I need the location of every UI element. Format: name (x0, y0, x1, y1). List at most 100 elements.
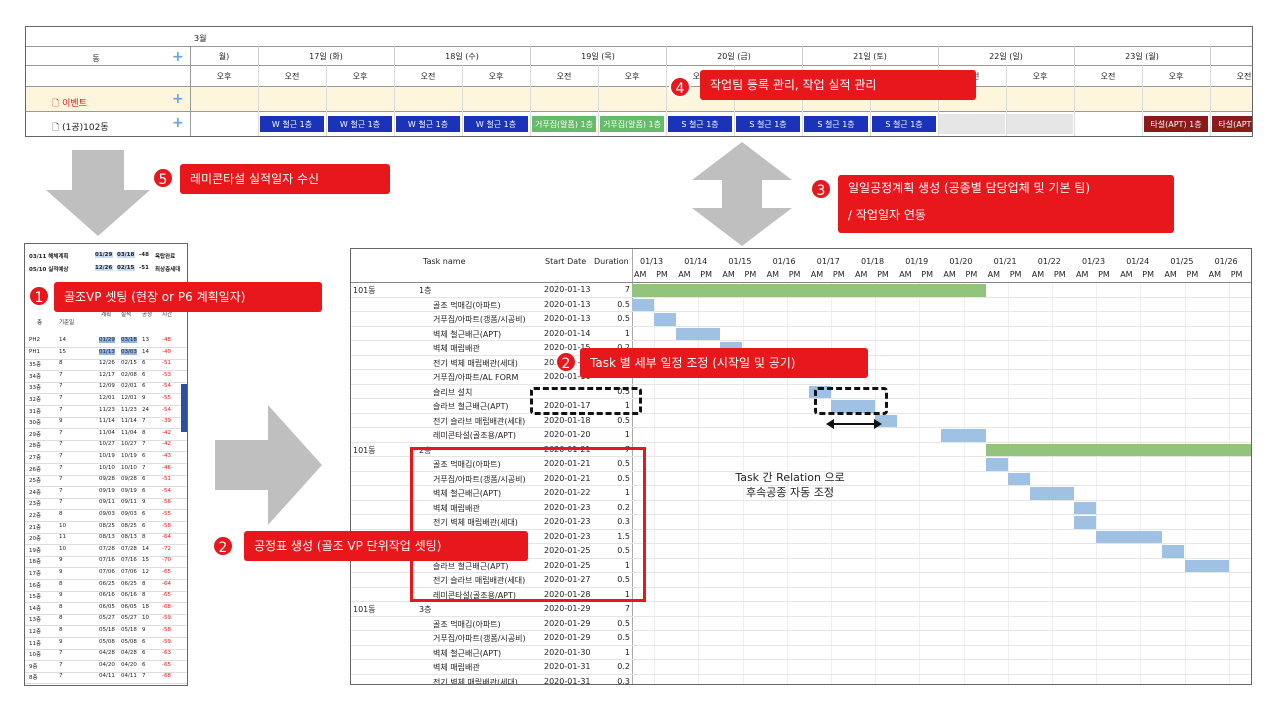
gantt-start-date: 2020-01-13 (544, 299, 591, 309)
task-chip[interactable]: W 철근 1층 (463, 115, 529, 133)
vp-header-cell: 최상층세대 (155, 267, 181, 273)
gantt-task-bar[interactable] (654, 313, 677, 326)
gantt-task-bar[interactable] (1096, 530, 1163, 543)
gantt-task-bar[interactable] (941, 429, 986, 442)
gantt-duration: 0.5 (617, 618, 630, 628)
gantt-task-bar[interactable] (1162, 545, 1185, 558)
vp-cell: 7 (59, 395, 63, 401)
day-header: 20일 (금) (717, 52, 751, 61)
task-chip[interactable]: 거푸집(알폼) 1층 (599, 115, 665, 133)
vp-cell: 10/19 (121, 453, 137, 459)
gantt-col-line (919, 283, 921, 684)
vp-cell: -59 (162, 638, 171, 645)
task-chip[interactable]: S 철근 1층 (735, 115, 801, 133)
add-icon[interactable]: + (172, 49, 184, 65)
vp-cell: -43 (162, 453, 171, 459)
vp-header-cell: 05/10 실적예상 (29, 267, 69, 273)
gantt-task-bar[interactable] (676, 327, 721, 340)
gantt-task-bar[interactable] (1007, 472, 1030, 485)
gantt-pm: PM (1053, 270, 1066, 279)
gantt-start-date: 2020-01-25 (544, 546, 591, 555)
vp-cell: 11/14 (99, 418, 115, 425)
task-chip[interactable]: S 철근 1층 (871, 115, 937, 133)
task-chip[interactable]: S 철근 1층 (667, 115, 733, 133)
gantt-col-line (1184, 283, 1186, 684)
gantt-start-date: 2020-01-29 (544, 618, 591, 628)
add-row-icon[interactable]: + (172, 115, 184, 131)
half-day-header: 오전 (556, 72, 572, 81)
task-chip[interactable]: W 철근 1층 (395, 115, 461, 133)
vp-cell: 9 (59, 557, 63, 564)
half-divider (1074, 65, 1075, 136)
half-day-header: 오전 (284, 72, 300, 81)
task-chip[interactable]: W 철근 1층 (259, 115, 325, 133)
gantt-am: AM (1208, 270, 1221, 279)
gantt-task-bar[interactable] (1074, 501, 1097, 514)
row-event[interactable]: 🗋 이벤트 (52, 99, 87, 109)
task-chip[interactable]: W 철근 1층 (327, 115, 393, 133)
gantt-start-date: 2020-01-14 (544, 328, 591, 338)
scroll-thumb[interactable] (181, 384, 187, 432)
gantt-pm: PM (965, 270, 978, 279)
gantt-task-bar[interactable] (1074, 516, 1097, 529)
callout-5-number: 5 (152, 167, 174, 189)
vp-cell: -55 (162, 395, 171, 401)
half-day-header: 오전 (1236, 72, 1252, 81)
vp-cell: 24층 (29, 489, 42, 496)
gantt-task-name: 벽체 철근배근(APT) (433, 329, 502, 339)
task-chip[interactable]: S 철근 1층 (803, 115, 869, 133)
gantt-col-line (963, 283, 965, 684)
gantt-task-bar[interactable] (830, 400, 876, 413)
half-day-header: 오후 (216, 72, 232, 81)
task-chip[interactable]: 타설(APT) 1층 (1211, 115, 1252, 133)
gantt-task-bar[interactable] (1184, 559, 1229, 572)
vp-cell: 14 (142, 545, 149, 552)
half-day-header: 오전 (1100, 72, 1116, 81)
gantt-task-bar[interactable] (1029, 487, 1074, 500)
row-dong[interactable]: 🗋 (1공)102동 (52, 123, 109, 133)
gantt-summary-bar[interactable] (985, 443, 1251, 456)
vp-cell: 09/11 (121, 499, 137, 506)
dashed-highlight-bar (814, 387, 888, 415)
task-chip[interactable]: 타설(APT) 1층 (1143, 115, 1209, 133)
gantt-task-bar[interactable] (632, 298, 655, 311)
gantt-task-bar[interactable] (985, 458, 1008, 471)
vp-cell: 7 (59, 453, 63, 459)
vp-cell: -63 (162, 650, 171, 657)
gantt-header-duration: Duration (594, 257, 629, 266)
day-header: 17일 (화) (309, 52, 343, 61)
gantt-summary-bar[interactable] (632, 284, 986, 297)
add-event-icon[interactable]: + (172, 91, 184, 107)
vp-cell: 33층 (29, 385, 42, 392)
task-chip[interactable]: 거푸집(알폼) 1층 (531, 115, 597, 133)
gantt-duration: 1 (624, 430, 630, 439)
